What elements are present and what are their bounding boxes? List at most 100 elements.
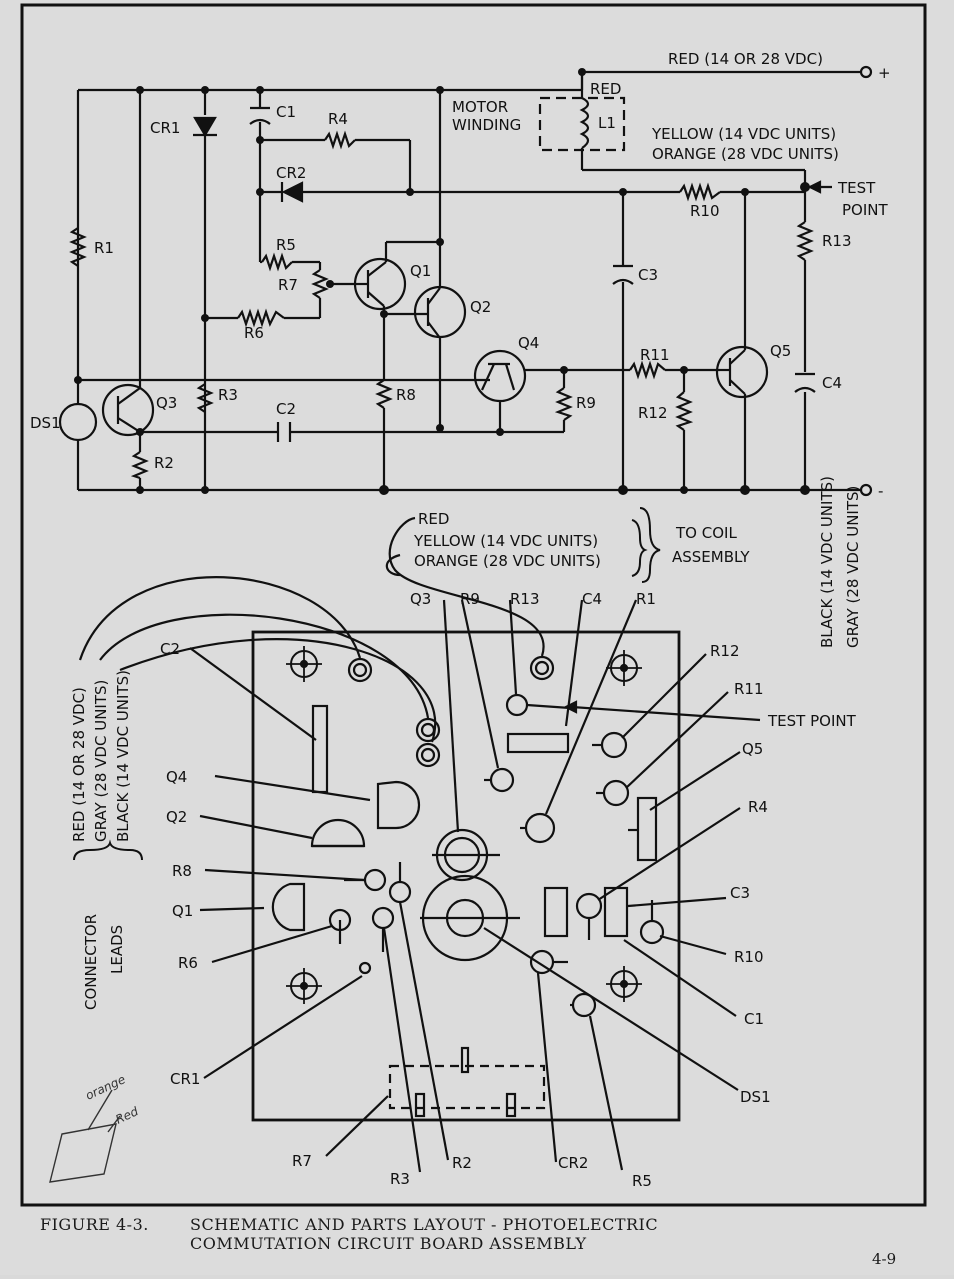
cr1-label: CR1 xyxy=(150,119,180,137)
schematic-labels: RED (14 OR 28 VDC) + - MOTOR WINDING RED… xyxy=(30,50,891,648)
c1-callout: C1 xyxy=(744,1010,764,1028)
ds1-callout: DS1 xyxy=(740,1088,771,1106)
supply-positive-label: RED (14 OR 28 VDC) xyxy=(668,50,823,68)
r5-callout: R5 xyxy=(632,1172,652,1190)
plus-terminal-label: + xyxy=(878,64,891,82)
motor-label: MOTOR xyxy=(452,98,508,116)
red-lead-label: RED xyxy=(590,80,621,98)
r10-callout: R10 xyxy=(734,948,764,966)
q5-callout: Q5 xyxy=(742,740,763,758)
cr1-callout: CR1 xyxy=(170,1070,200,1088)
black-lead-label: BLACK (14 VDC UNITS) xyxy=(818,476,836,648)
r8-part xyxy=(363,868,387,892)
c1-label: C1 xyxy=(276,103,296,121)
r9-callout: R9 xyxy=(460,590,480,608)
c2-callout: C2 xyxy=(160,640,180,658)
coil-red-label: RED xyxy=(418,510,449,528)
r6-label: R6 xyxy=(244,324,264,342)
q2-label: Q2 xyxy=(470,298,491,316)
point-label: POINT xyxy=(842,201,888,219)
page-number: 4-9 xyxy=(872,1250,897,1268)
r12-callout: R12 xyxy=(710,642,740,660)
lead-red-label: RED (14 OR 28 VDC) xyxy=(70,687,88,842)
gray-lead-label: GRAY (28 VDC UNITS) xyxy=(844,486,862,648)
test-point-label: TEST POINT xyxy=(767,712,857,730)
c2-part xyxy=(311,704,329,794)
r10-label: R10 xyxy=(690,202,720,220)
leads-label: LEADS xyxy=(108,925,126,974)
r3-label: R3 xyxy=(218,386,238,404)
c2-label: C2 xyxy=(276,400,296,418)
cr2-label: CR2 xyxy=(276,164,306,182)
q3-callout: Q3 xyxy=(410,590,431,608)
r2-callout: R2 xyxy=(452,1154,472,1172)
r10-part xyxy=(639,919,665,945)
r11-label: R11 xyxy=(640,346,670,364)
coil-assembly-label: ASSEMBLY xyxy=(672,548,750,566)
q1-callout: Q1 xyxy=(172,902,193,920)
layout-labels: RED YELLOW (14 VDC UNITS) ORANGE (28 VDC… xyxy=(70,510,857,1190)
q5-label: Q5 xyxy=(770,342,791,360)
junction-dots xyxy=(74,68,810,495)
q1-part xyxy=(271,882,306,932)
r2-label: R2 xyxy=(154,454,174,472)
cr2-callout: CR2 xyxy=(558,1154,588,1172)
braces xyxy=(73,507,661,861)
mounting-hole-icon xyxy=(604,964,644,1004)
l1-label: L1 xyxy=(598,114,616,132)
q3-label: Q3 xyxy=(156,394,177,412)
r4-body xyxy=(603,886,629,938)
r1-part xyxy=(524,812,556,844)
r4-callout: R4 xyxy=(748,798,768,816)
c4-callout: C4 xyxy=(582,590,602,608)
handwritten-orange: orange xyxy=(83,1072,127,1103)
r11-callout: R11 xyxy=(734,680,764,698)
lead-gray-label: GRAY (28 VDC UNITS) xyxy=(92,680,110,842)
schematic-symbols xyxy=(69,65,873,497)
to-coil-label: TO COIL xyxy=(675,524,737,542)
r13-label: R13 xyxy=(822,232,852,250)
q4-part xyxy=(376,780,421,830)
caption-line-1: SCHEMATIC AND PARTS LAYOUT - PHOTOELECTR… xyxy=(190,1215,659,1234)
mounting-hole-icon xyxy=(284,644,324,684)
r9-part xyxy=(489,767,515,793)
q2-part xyxy=(310,818,366,848)
figure-caption: FIGURE 4-3. SCHEMATIC AND PARTS LAYOUT - … xyxy=(40,1215,840,1253)
c3-body xyxy=(543,886,569,938)
winding-label: WINDING xyxy=(452,116,521,134)
q4-label: Q4 xyxy=(518,334,539,352)
orange-lead-label: ORANGE (28 VDC UNITS) xyxy=(652,145,839,163)
r8-callout: R8 xyxy=(172,862,192,880)
r1-callout: R1 xyxy=(636,590,656,608)
figure-number: FIGURE 4-3. xyxy=(40,1215,149,1234)
r3-callout: R3 xyxy=(390,1170,410,1188)
r6-callout: R6 xyxy=(178,954,198,972)
q4-callout: Q4 xyxy=(166,768,187,786)
r13-part xyxy=(505,693,529,717)
parts-layout xyxy=(78,516,761,1173)
c3-label: C3 xyxy=(638,266,658,284)
connector-label: CONNECTOR xyxy=(82,914,100,1010)
coil-yellow-label: YELLOW (14 VDC UNITS) xyxy=(413,532,598,550)
caption-line-2: COMMUTATION CIRCUIT BOARD ASSEMBLY xyxy=(190,1234,587,1253)
yellow-lead-label: YELLOW (14 VDC UNITS) xyxy=(651,125,836,143)
mounting-hole-icon xyxy=(284,966,324,1006)
r1-label: R1 xyxy=(94,239,114,257)
r13-callout: R13 xyxy=(510,590,540,608)
q1-label: Q1 xyxy=(410,262,431,280)
test-label: TEST xyxy=(837,179,876,197)
r11-part xyxy=(602,779,630,807)
handwritten-red: Red xyxy=(113,1104,140,1127)
r7-label: R7 xyxy=(278,276,298,294)
r9-label: R9 xyxy=(576,394,596,412)
r8-label: R8 xyxy=(396,386,416,404)
minus-terminal-label: - xyxy=(878,482,883,500)
r4-part xyxy=(575,892,603,920)
r5-label: R5 xyxy=(276,236,296,254)
q2-callout: Q2 xyxy=(166,808,187,826)
c4-part xyxy=(506,732,570,754)
r12-label: R12 xyxy=(638,404,668,422)
r7-callout: R7 xyxy=(292,1152,312,1170)
